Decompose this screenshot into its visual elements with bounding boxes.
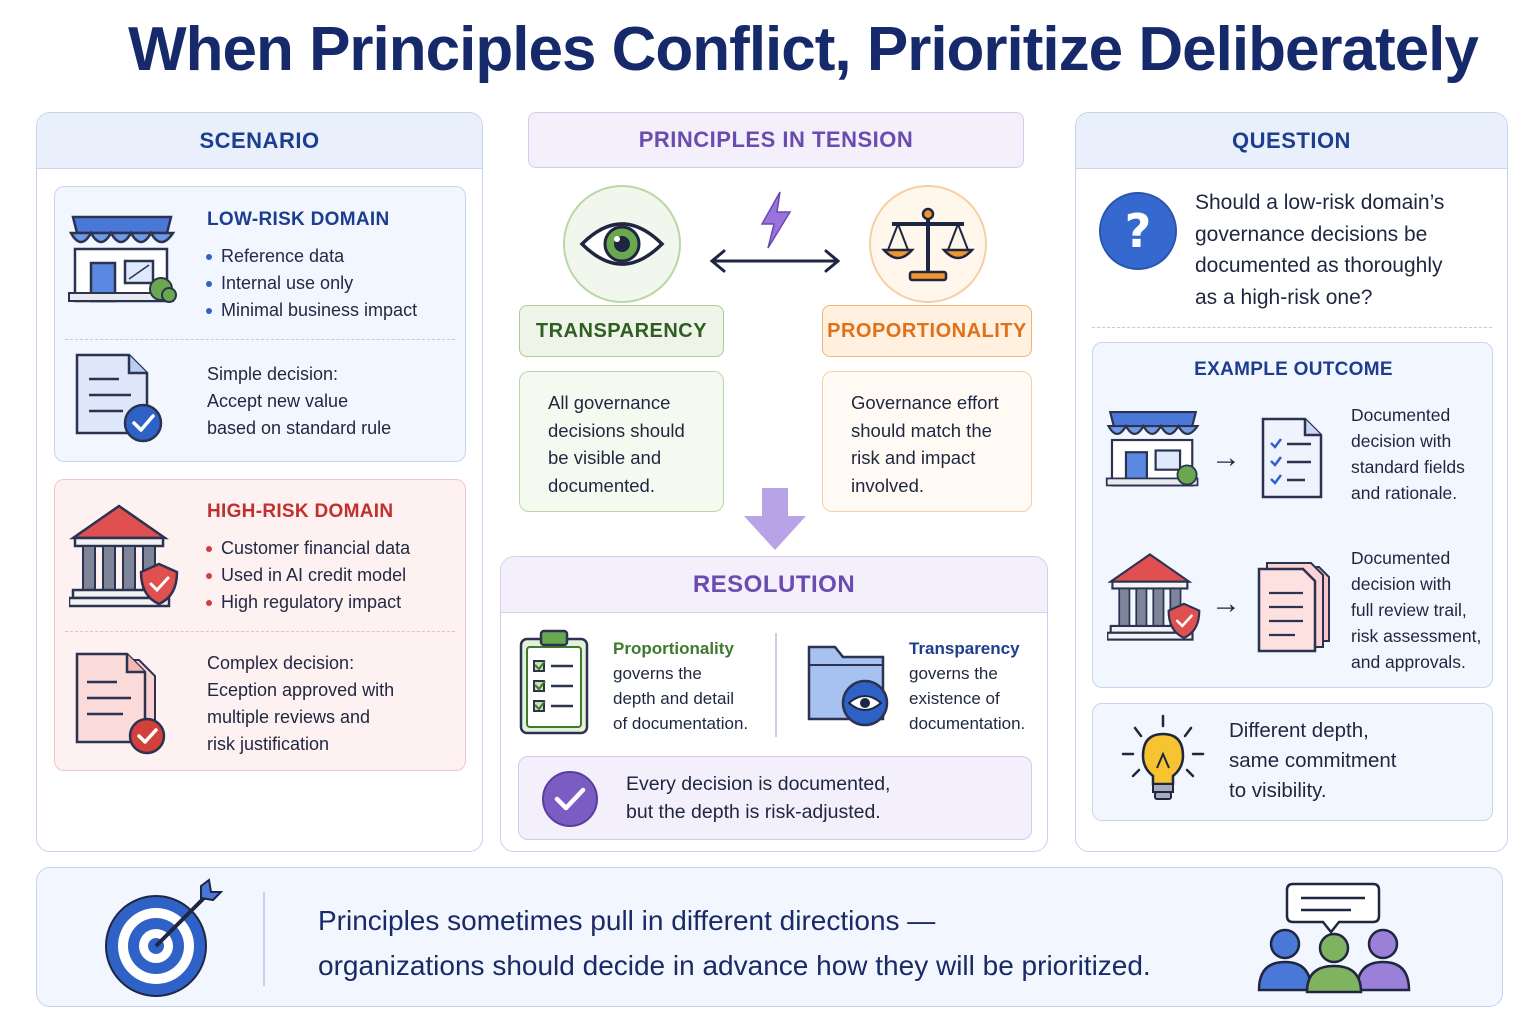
- resolution-panel: RESOLUTION Proportionality governs the d…: [500, 556, 1048, 852]
- footer-text: Principles sometimes pull in different d…: [318, 905, 1151, 981]
- folder-eye-icon: [807, 645, 889, 727]
- resolution-header: RESOLUTION: [501, 557, 1047, 613]
- example-outcome-title: EXAMPLE OUTCOME: [1194, 359, 1393, 380]
- check-circle-icon: [542, 771, 598, 827]
- page-title: When Principles Conflict, Prioritize Del…: [128, 15, 1479, 84]
- lightning-icon: [760, 191, 792, 249]
- high-risk-card: HIGH-RISK DOMAIN Customer financial data…: [54, 479, 466, 771]
- clipboard-checklist-icon: [519, 629, 589, 735]
- divider: [65, 339, 455, 340]
- scenario-panel: SCENARIO LOW-RISK DOMAIN Reference data …: [36, 112, 483, 852]
- resolution-right: Transparency governs the existence of do…: [909, 639, 1026, 733]
- example-outcome-card: EXAMPLE OUTCOME → Documented decision wi…: [1092, 342, 1493, 688]
- divider: [775, 633, 777, 737]
- list-item: Customer financial data: [205, 535, 410, 562]
- double-arrow-icon: [709, 249, 841, 273]
- store-icon: [68, 215, 177, 303]
- high-risk-decision: Complex decision: Eception approved with…: [207, 653, 395, 754]
- low-outcome-text: Documented decision with standard fields…: [1351, 405, 1465, 503]
- svg-text:?: ?: [1125, 204, 1152, 258]
- low-risk-decision: Simple decision: Accept new value based …: [207, 364, 392, 438]
- arrow-right-icon: →: [1211, 441, 1241, 474]
- checklist-document-icon: [1261, 417, 1323, 499]
- proportionality-box: Governance effort should match the risk …: [822, 371, 1032, 512]
- high-outcome-text: Documented decision with full review tra…: [1351, 548, 1482, 672]
- list-item: Minimal business impact: [205, 297, 417, 324]
- question-panel: QUESTION ? Should a low-risk domain’s go…: [1075, 112, 1508, 852]
- scenario-header: SCENARIO: [37, 113, 482, 169]
- eye-icon: [563, 185, 681, 303]
- target-icon: [105, 878, 223, 997]
- footer-panel: Principles sometimes pull in different d…: [36, 867, 1503, 1007]
- list-item: Used in AI credit model: [205, 562, 410, 589]
- low-risk-card: LOW-RISK DOMAIN Reference data Internal …: [54, 186, 466, 462]
- insight-card: Different depth, same commitment to visi…: [1092, 703, 1493, 821]
- store-icon: [1105, 411, 1200, 487]
- transparency-label: TRANSPARENCY: [519, 305, 724, 357]
- transparency-box: All governance decisions should be visib…: [519, 371, 724, 512]
- question-header: QUESTION: [1076, 113, 1507, 169]
- bank-shield-icon: [69, 504, 179, 608]
- scales-icon: [869, 185, 987, 303]
- resolution-summary: Every decision is documented, but the de…: [518, 756, 1032, 840]
- bank-shield-icon: [1107, 553, 1201, 641]
- team-discussion-icon: [1257, 882, 1411, 994]
- documents-stack-icon: [1257, 562, 1330, 653]
- divider: [263, 892, 265, 986]
- proportionality-label: PROPORTIONALITY: [822, 305, 1032, 357]
- lightbulb-icon: [1121, 714, 1205, 800]
- question-text: Should a low-risk domain’s governance de…: [1195, 191, 1445, 309]
- documents-check-icon: [75, 652, 166, 755]
- tension-header: PRINCIPLES IN TENSION: [528, 112, 1024, 168]
- low-risk-bullets: Reference data Internal use only Minimal…: [205, 243, 417, 324]
- arrow-right-icon: →: [1211, 587, 1241, 620]
- document-check-icon: [75, 353, 163, 443]
- high-risk-title: HIGH-RISK DOMAIN: [207, 501, 394, 522]
- resolution-left: Proportionality governs the depth and de…: [613, 639, 749, 733]
- list-item: High regulatory impact: [205, 589, 410, 616]
- divider: [65, 631, 455, 632]
- high-risk-bullets: Customer financial data Used in AI credi…: [205, 535, 410, 616]
- divider: [1092, 327, 1492, 328]
- down-arrow-icon: [744, 488, 806, 550]
- insight-text: Different depth, same commitment to visi…: [1229, 719, 1397, 802]
- list-item: Reference data: [205, 243, 417, 270]
- low-risk-title: LOW-RISK DOMAIN: [207, 209, 390, 230]
- question-icon: ?: [1099, 192, 1177, 270]
- resolution-summary-text: Every decision is documented, but the de…: [626, 773, 891, 823]
- list-item: Internal use only: [205, 270, 417, 297]
